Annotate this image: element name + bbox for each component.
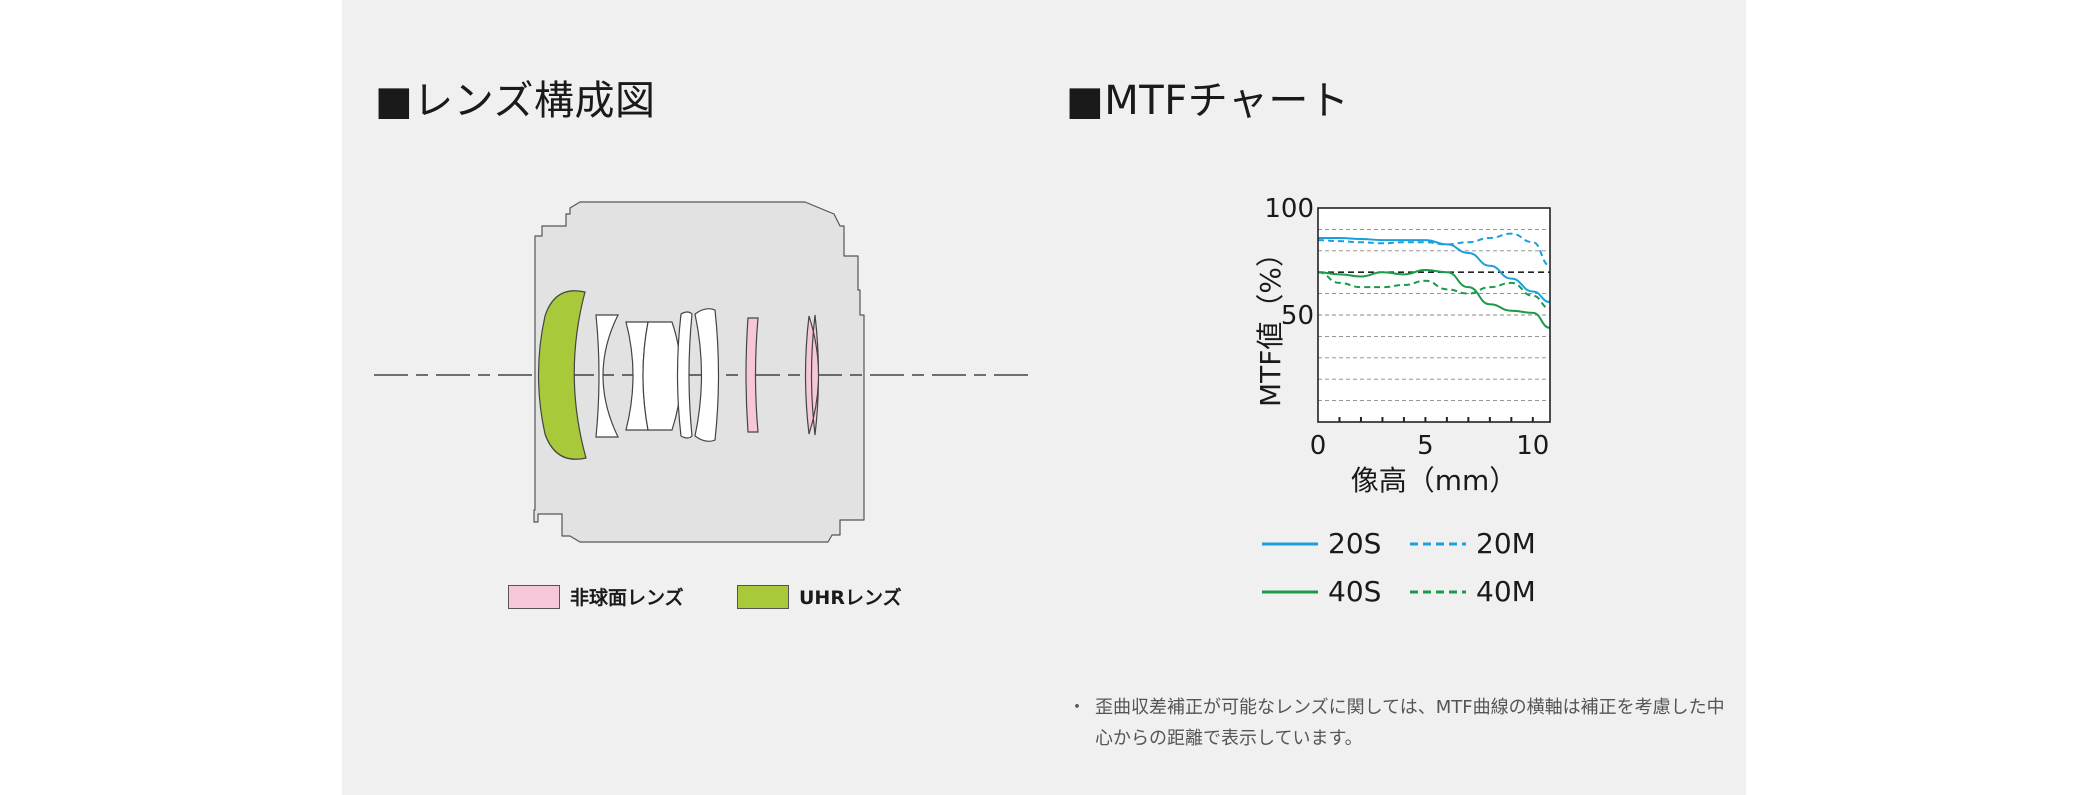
lens-barrel: [533, 201, 865, 543]
x-tick-label: 10: [1516, 431, 1549, 461]
aspherical-lens-element-2: [804, 314, 820, 436]
legend-line-40s: [1262, 590, 1318, 594]
x-axis-label: 像高（mm）: [1351, 464, 1518, 497]
legend-label-aspherical: 非球面レンズ: [570, 587, 684, 609]
legend-40m: 40M: [1410, 576, 1536, 608]
footnote: ・ 歪曲収差補正が可能なレンズに関しては、MTF曲線の横軸は補正を考慮した中心か…: [1068, 692, 1728, 754]
series-line-40s: [1317, 269, 1551, 329]
mtf-chart-title: ■MTFチャート: [1066, 78, 1350, 124]
x-tick-label: 0: [1310, 431, 1327, 461]
footnote-text: 歪曲収差補正が可能なレンズに関しては、MTF曲線の横軸は補正を考慮した中心からの…: [1095, 697, 1725, 749]
lens-element-5: [676, 311, 693, 439]
legend-line-20m: [1410, 542, 1466, 546]
legend-line-40m: [1410, 590, 1466, 594]
footnote-bullet: ・: [1068, 697, 1086, 718]
y-tick-label: 100: [1264, 194, 1314, 224]
legend-line-20s: [1262, 542, 1318, 546]
series-line-20s: [1318, 236, 1551, 304]
series-line-40m: [1317, 271, 1551, 310]
aspherical-swatch: [508, 584, 560, 609]
y-tick-label: 50: [1281, 301, 1314, 331]
legend-40s: 40S: [1262, 576, 1381, 608]
y-axis-label: MTF値（%）: [1254, 239, 1287, 407]
legend-aspherical: 非球面レンズ: [508, 583, 684, 610]
lens-element-6: [694, 308, 720, 442]
legend-label-uhr: UHRレンズ: [799, 587, 902, 609]
plot-frame: [1317, 207, 1551, 423]
lens-construction-title: ■レンズ構成図: [375, 78, 656, 124]
uhr-lens-element: [537, 290, 587, 460]
lens-construction-diagram: [374, 201, 1030, 543]
legend-20m: 20M: [1410, 528, 1536, 560]
lens-element-4: [642, 321, 682, 431]
lens-element-2: [595, 314, 619, 438]
legend-label-20s: 20S: [1328, 527, 1382, 560]
legend-label-20m: 20M: [1476, 527, 1536, 560]
mtf-legend: 20S 20M 40S 40M: [1262, 528, 1562, 618]
legend-label-40m: 40M: [1476, 575, 1536, 608]
legend-label-40s: 40S: [1328, 575, 1382, 608]
uhr-swatch: [737, 584, 789, 609]
aspherical-lens-element-1: [745, 317, 759, 433]
legend-uhr: UHRレンズ: [737, 583, 902, 610]
legend-20s: 20S: [1262, 528, 1381, 560]
x-tick-label: 5: [1417, 431, 1434, 461]
series-line-20m: [1317, 232, 1551, 267]
